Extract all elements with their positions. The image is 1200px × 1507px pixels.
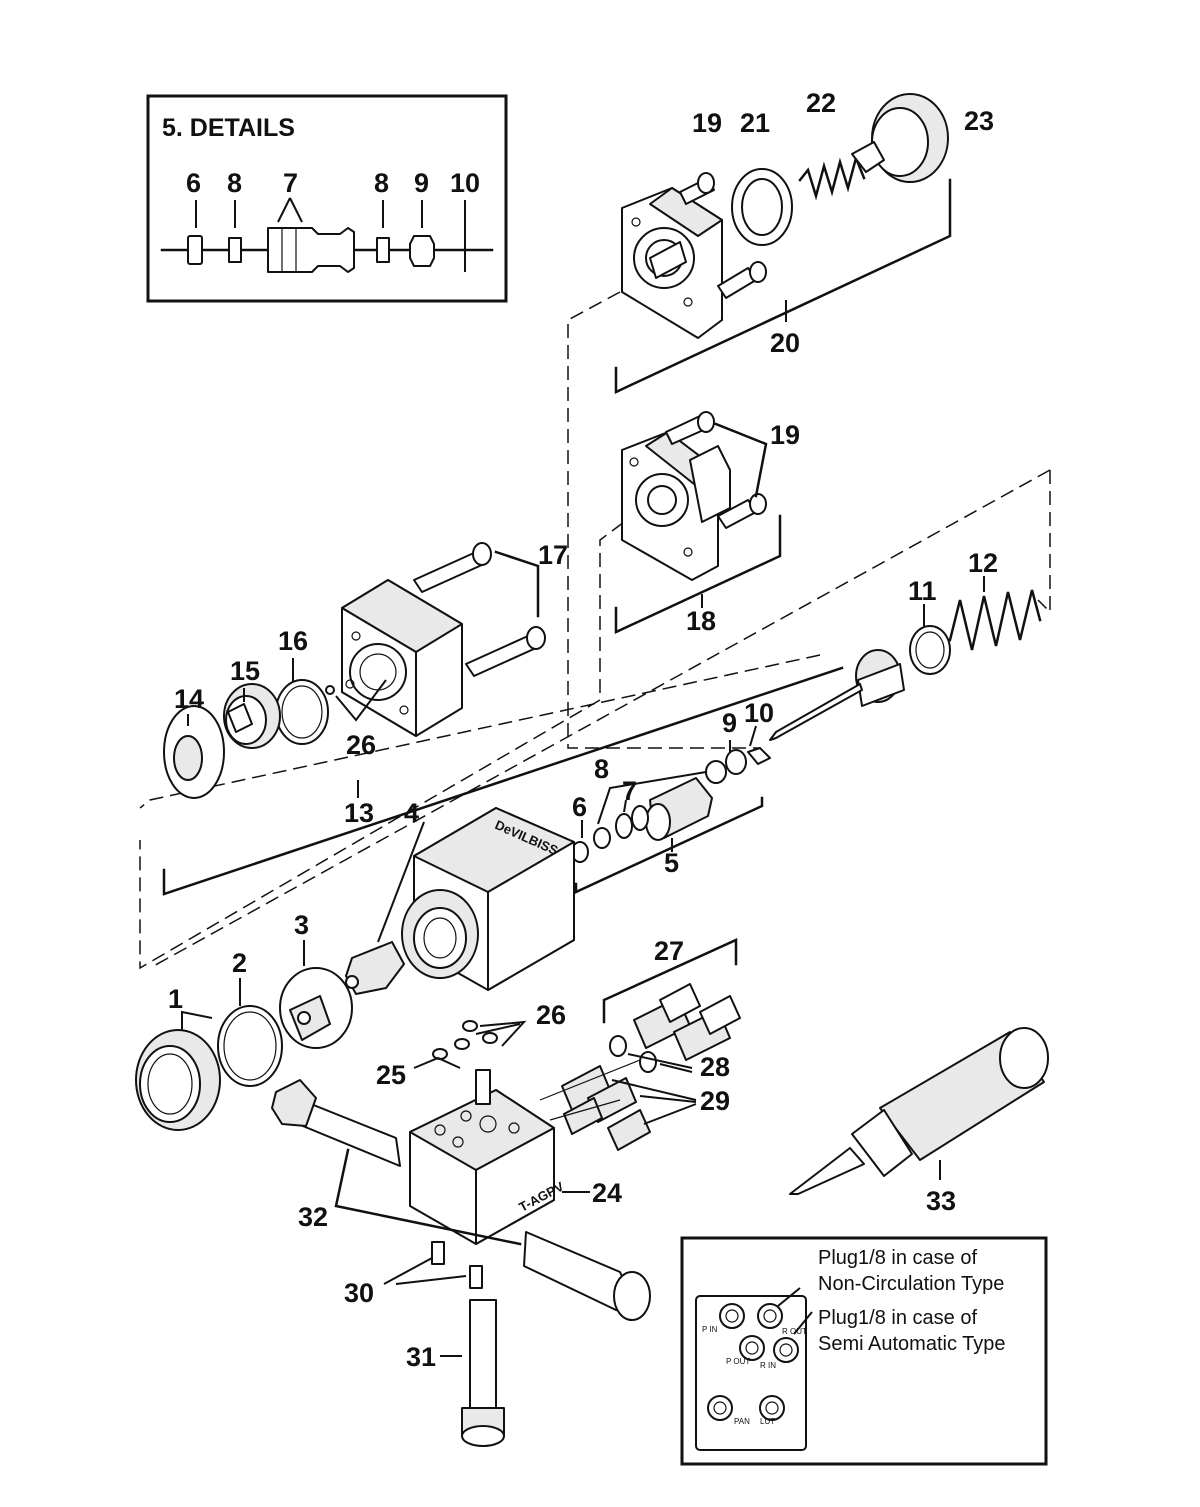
callout-6: 6 bbox=[572, 792, 587, 822]
callout-25: 25 bbox=[376, 1060, 406, 1090]
details-label-8b: 8 bbox=[374, 168, 389, 198]
note-non-circulation-1: Plug1/8 in case of bbox=[818, 1247, 977, 1269]
base-block: T-AGPV bbox=[271, 1020, 651, 1447]
assembly-18 bbox=[614, 411, 782, 634]
assembly-guide-lines bbox=[139, 291, 1051, 970]
note-non-circulation-2: Non-Circulation Type bbox=[818, 1273, 1004, 1295]
callout-17: 17 bbox=[538, 540, 568, 570]
callout-2: 2 bbox=[232, 948, 247, 978]
details-label-9: 9 bbox=[414, 168, 429, 198]
callout-16: 16 bbox=[278, 626, 308, 656]
callout-9: 9 bbox=[722, 708, 737, 738]
callout-32: 32 bbox=[298, 1202, 328, 1232]
callout-8: 8 bbox=[594, 754, 609, 784]
callout-1: 1 bbox=[168, 984, 183, 1014]
callout-20: 20 bbox=[770, 328, 800, 358]
port-label-r-out: R OUT bbox=[782, 1327, 807, 1336]
callout-28: 28 bbox=[700, 1052, 730, 1082]
callout-numbers: 1 2 3 4 5 6 7 8 9 10 11 12 13 14 15 16 1… bbox=[168, 88, 998, 1372]
fittings bbox=[539, 938, 741, 1151]
assembly-13 bbox=[162, 542, 844, 896]
callout-13: 13 bbox=[344, 798, 374, 828]
note-semi-automatic-2: Semi Automatic Type bbox=[818, 1333, 1006, 1355]
tool-33 bbox=[789, 1027, 1049, 1195]
ports-inset: P IN R OUT P OUT R IN PAN LUT Plug1/8 in… bbox=[680, 1236, 1048, 1466]
callout-4: 4 bbox=[404, 798, 419, 828]
callout-22: 22 bbox=[806, 88, 836, 118]
needle-assembly bbox=[571, 576, 1042, 894]
callout-5: 5 bbox=[664, 848, 679, 878]
details-title: 5. DETAILS bbox=[162, 114, 295, 142]
details-label-8a: 8 bbox=[227, 168, 242, 198]
port-label-r-in: R IN bbox=[760, 1361, 776, 1370]
callout-18: 18 bbox=[686, 606, 716, 636]
gun-body: DeVILBISS bbox=[345, 807, 575, 995]
callout-3: 3 bbox=[294, 910, 309, 940]
callout-27: 27 bbox=[654, 936, 684, 966]
callout-21: 21 bbox=[740, 108, 770, 138]
port-label-p-out: P OUT bbox=[726, 1357, 750, 1366]
details-label-6: 6 bbox=[186, 168, 201, 198]
front-parts bbox=[135, 940, 353, 1131]
callout-23: 23 bbox=[964, 106, 994, 136]
port-label-pan: PAN bbox=[734, 1417, 750, 1426]
note-semi-automatic-1: Plug1/8 in case of bbox=[818, 1307, 977, 1329]
callout-31: 31 bbox=[406, 1342, 436, 1372]
details-label-10: 10 bbox=[450, 168, 480, 198]
details-box: 5. DETAILS 6 8 7 8 9 10 bbox=[146, 94, 508, 303]
callout-19-top: 19 bbox=[692, 108, 722, 138]
callout-11: 11 bbox=[908, 576, 937, 606]
callout-14: 14 bbox=[174, 684, 204, 714]
callout-26-top: 26 bbox=[346, 730, 376, 760]
callout-30: 30 bbox=[344, 1278, 374, 1308]
assembly-20 bbox=[614, 93, 952, 394]
callout-33: 33 bbox=[926, 1186, 956, 1216]
callout-19-mid: 19 bbox=[770, 420, 800, 450]
port-label-p-in: P IN bbox=[702, 1325, 718, 1334]
callout-29: 29 bbox=[700, 1086, 730, 1116]
port-label-lut: LUT bbox=[760, 1417, 775, 1426]
callout-7: 7 bbox=[622, 776, 637, 806]
callout-24: 24 bbox=[592, 1178, 622, 1208]
callout-12: 12 bbox=[968, 548, 998, 578]
callout-26-bottom: 26 bbox=[536, 1000, 566, 1030]
callout-15: 15 bbox=[230, 656, 260, 686]
details-label-7: 7 bbox=[283, 168, 298, 198]
callout-10: 10 bbox=[744, 698, 774, 728]
